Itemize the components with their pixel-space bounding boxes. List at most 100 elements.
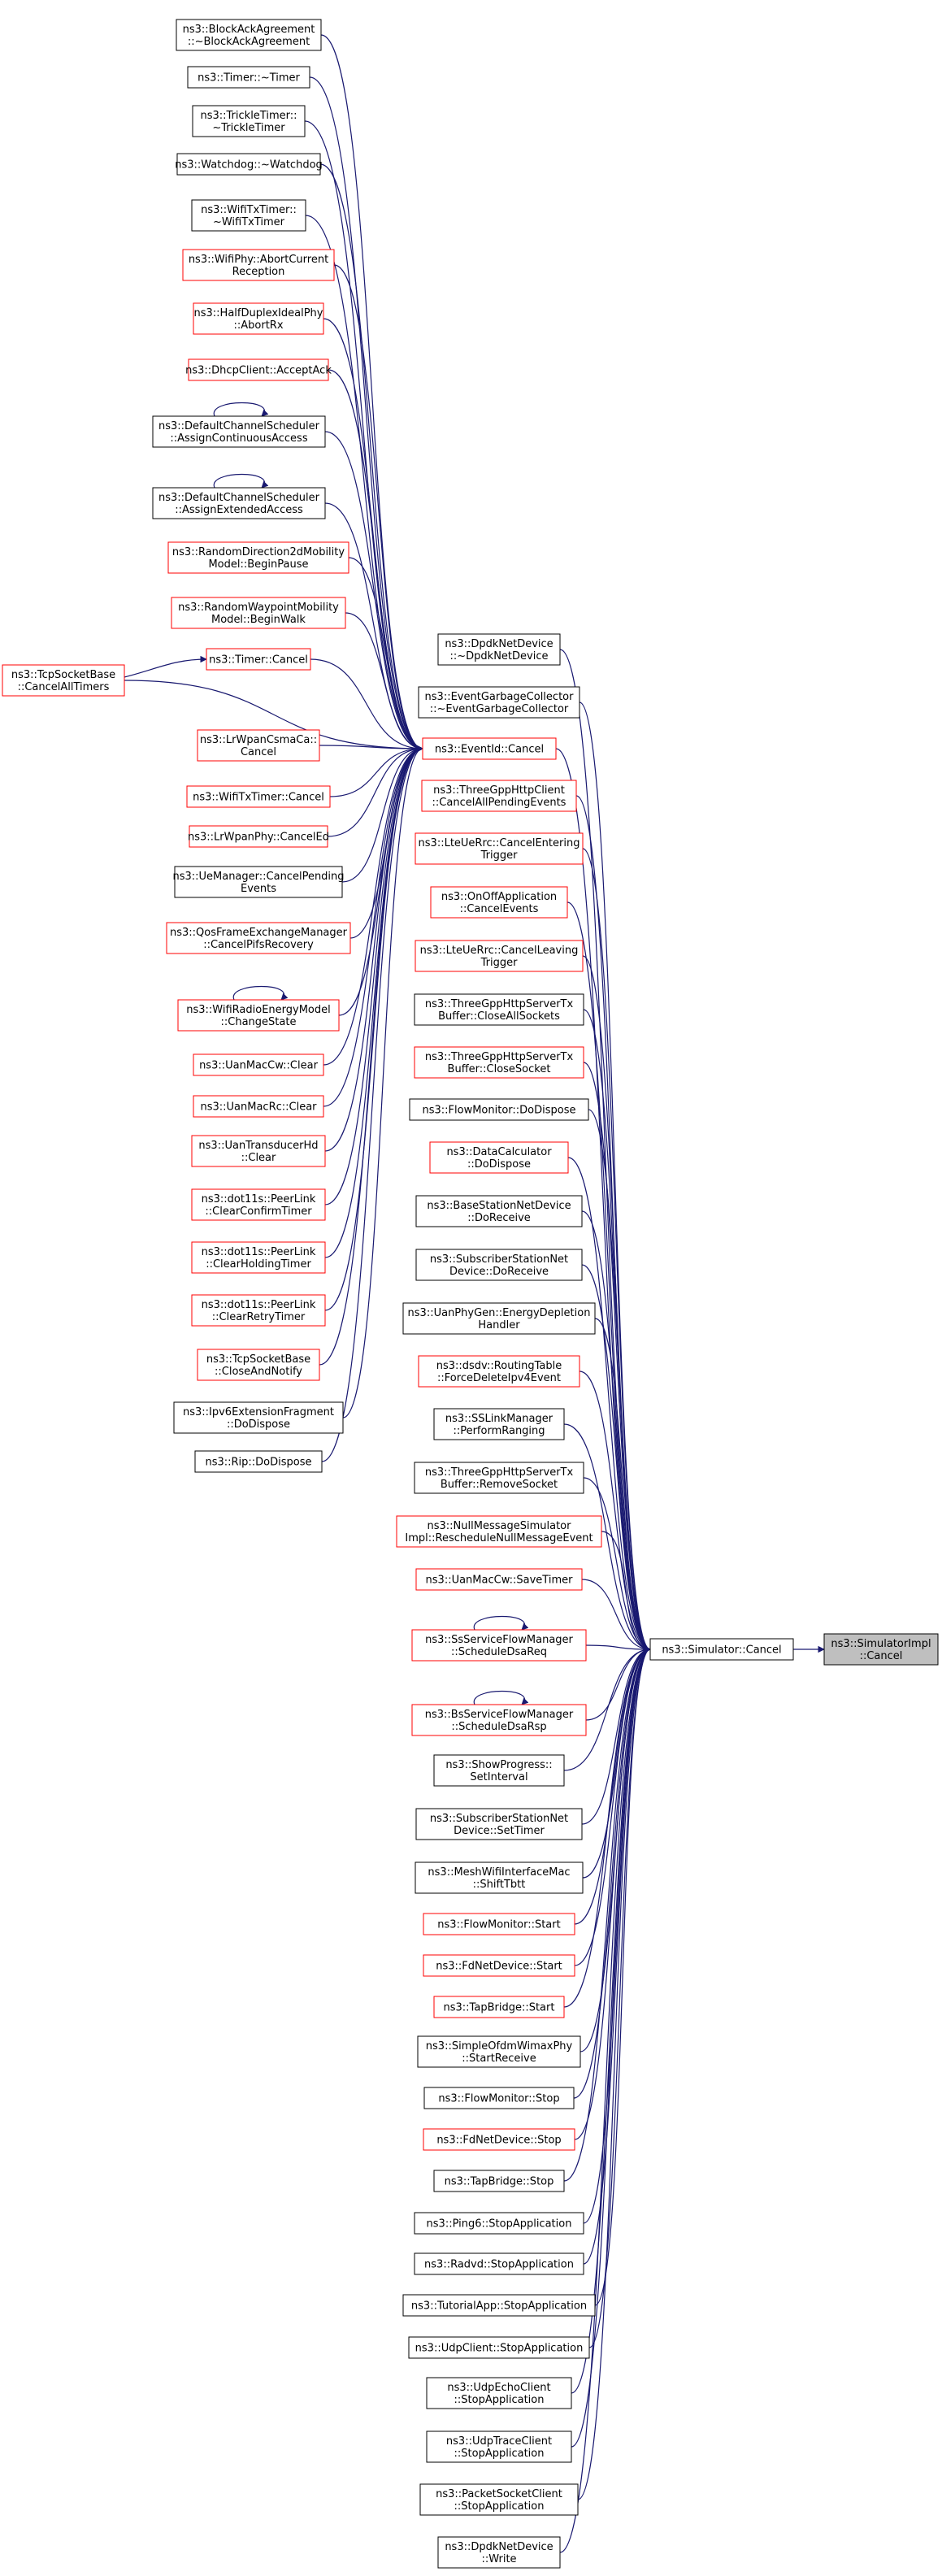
edge-m11-to-sim_cancel [567,1157,651,1653]
node-m1[interactable]: ns3::DpdkNetDevice::~DpdkNetDevice [437,633,561,666]
node-m17[interactable]: ns3::ThreeGppHttpServerTxBuffer::RemoveS… [414,1462,584,1494]
node-l19[interactable]: ns3::WifiRadioEnergyModel::ChangeState [177,999,340,1032]
node-label-line: ns3::EventId::Cancel [435,744,544,756]
node-l2[interactable]: ns3::Timer::~Timer [187,66,310,89]
node-label-line: ~TrickleTimer [212,122,285,134]
node-l11[interactable]: ns3::RandomDirection2dMobilityModel::Beg… [167,541,349,574]
node-l7[interactable]: ns3::HalfDuplexIdealPhy::AbortRx [193,302,324,335]
node-m13[interactable]: ns3::SubscriberStationNetDevice::DoRecei… [415,1249,583,1281]
node-l12[interactable]: ns3::RandomWaypointMobilityModel::BeginW… [171,597,346,629]
node-l14[interactable]: ns3::LrWpanCsmaCa::Cancel [197,729,320,762]
node-box [191,1135,326,1167]
node-label-line: ns3::LteUeRrc::CancelLeaving [420,945,579,957]
node-m11[interactable]: ns3::DataCalculator::DoDispose [429,1141,569,1174]
node-m21[interactable]: ns3::BsServiceFlowManager::ScheduleDsaRs… [411,1704,587,1736]
node-m4[interactable]: ns3::ThreeGppHttpClient::CancelAllPendin… [421,780,577,812]
node-box [192,105,306,137]
node-m26[interactable]: ns3::FdNetDevice::Start [423,1954,575,1977]
node-box [823,1633,939,1666]
node-box [191,1188,326,1221]
node-m27[interactable]: ns3::TapBridge::Start [433,1996,565,2018]
node-m12[interactable]: ns3::BaseStationNetDevice::DoReceive [415,1195,583,1227]
node-box [414,1046,584,1079]
node-l27[interactable]: ns3::Ipv6ExtensionFragment::DoDispose [173,1401,344,1434]
node-m35[interactable]: ns3::UdpClient::StopApplication [408,2336,590,2359]
node-m9[interactable]: ns3::ThreeGppHttpServerTxBuffer::CloseSo… [414,1046,584,1079]
node-m38[interactable]: ns3::PacketSocketClient::StopApplication [419,2483,579,2516]
node-m8[interactable]: ns3::ThreeGppHttpServerTxBuffer::CloseAl… [414,993,584,1026]
self-loop-l10 [213,473,269,489]
node-sim_cancel[interactable]: ns3::Simulator::Cancel [649,1638,794,1661]
node-label-line: ns3::FlowMonitor::DoDispose [422,1105,575,1117]
node-m16[interactable]: ns3::SSLinkManager::PerformRanging [433,1408,565,1440]
node-label-line: ::~BlockAckAgreement [188,36,310,48]
node-m34[interactable]: ns3::TutorialApp::StopApplication [402,2294,596,2317]
node-m15[interactable]: ns3::dsdv::RoutingTable::ForceDeleteIpv4… [418,1355,580,1388]
node-box [191,1241,326,1274]
node-l3[interactable]: ns3::TrickleTimer::~TrickleTimer [192,105,306,137]
node-label-line: ns3::FdNetDevice::Start [436,1961,562,1973]
node-m37[interactable]: ns3::UdpTraceClient::StopApplication [426,2430,572,2463]
node-label-line: ns3::LrWpanPhy::CancelEd [188,832,329,844]
node-label-line: ns3::SSLinkManager [445,1413,553,1425]
node-m28[interactable]: ns3::SimpleOfdmWimaxPhy::StartReceive [417,2035,581,2068]
node-label-line: ::~EventGarbageCollector [430,703,569,715]
node-l28[interactable]: ns3::Rip::DoDispose [194,1450,323,1473]
node-label-line: ns3::BsServiceFlowManager [425,1709,574,1721]
node-box [396,1515,602,1548]
node-l5[interactable]: ns3::WifiTxTimer::~WifiTxTimer [191,199,306,232]
node-m32[interactable]: ns3::Ping6::StopApplication [414,2212,584,2235]
node-m29[interactable]: ns3::FlowMonitor::Stop [423,2087,575,2109]
node-l22[interactable]: ns3::UanTransducerHd::Clear [191,1135,326,1167]
edge-l4-to-evt_cancel [319,163,423,753]
node-timer_cancel[interactable]: ns3::Timer::Cancel [206,648,311,671]
node-l15[interactable]: ns3::WifiTxTimer::Cancel [186,785,331,808]
node-m24[interactable]: ns3::MeshWifiInterfaceMac::ShiftTbtt [415,1861,584,1894]
node-m19[interactable]: ns3::UanMacCw::SaveTimer [415,1568,583,1591]
node-l25[interactable]: ns3::dot11s::PeerLink::ClearRetryTimer [191,1294,326,1327]
node-l26[interactable]: ns3::TcpSocketBase::CloseAndNotify [197,1349,320,1381]
node-l23[interactable]: ns3::dot11s::PeerLink::ClearConfirmTimer [191,1188,326,1221]
edge-l1-to-evt_cancel [320,34,423,753]
node-m23[interactable]: ns3::SubscriberStationNetDevice::SetTime… [415,1808,583,1840]
node-l8[interactable]: ns3::DhcpClient::AcceptAck [185,358,332,381]
node-l1[interactable]: ns3::BlockAckAgreement::~BlockAckAgreeme… [176,19,322,51]
node-label-line: ns3::RandomDirection2dMobility [172,546,345,558]
node-evt_cancel[interactable]: ns3::EventId::Cancel [422,737,557,760]
node-l20[interactable]: ns3::UanMacCw::Clear [193,1053,324,1076]
node-label-line: ::AssignContinuousAccess [170,432,307,445]
node-l24[interactable]: ns3::dot11s::PeerLink::ClearHoldingTimer [191,1241,326,1274]
node-l21[interactable]: ns3::UanMacRc::Clear [193,1095,324,1118]
node-m39[interactable]: ns3::DpdkNetDevice::Write [437,2536,561,2569]
node-m30[interactable]: ns3::FdNetDevice::Stop [423,2128,575,2151]
node-root[interactable]: ns3::SimulatorImpl::Cancel [823,1633,939,1666]
node-m18[interactable]: ns3::NullMessageSimulatorImpl::Reschedul… [396,1515,602,1548]
node-m36[interactable]: ns3::UdpEchoClient::StopApplication [426,2377,572,2409]
node-m25[interactable]: ns3::FlowMonitor::Start [423,1913,575,1935]
node-label-line: ns3::UeManager::CancelPending [172,871,344,883]
node-l9[interactable]: ns3::DefaultChannelScheduler::AssignCont… [152,415,326,448]
node-label-line: ns3::DefaultChannelScheduler [158,420,320,432]
node-m2[interactable]: ns3::EventGarbageCollector::~EventGarbag… [418,686,580,719]
node-l18[interactable]: ns3::QosFrameExchangeManager::CancelPifs… [166,922,351,954]
node-m31[interactable]: ns3::TapBridge::Stop [433,2170,565,2192]
node-m10[interactable]: ns3::FlowMonitor::DoDispose [409,1098,589,1121]
node-box [415,1195,583,1227]
node-box [430,886,568,919]
node-l16[interactable]: ns3::LrWpanPhy::CancelEd [188,825,329,848]
node-m20[interactable]: ns3::SsServiceFlowManager::ScheduleDsaRe… [411,1629,587,1662]
node-box [414,1462,584,1494]
node-m6[interactable]: ns3::OnOffApplication::CancelEvents [430,886,568,919]
node-l4[interactable]: ns3::Watchdog::~Watchdog [175,153,323,176]
node-m33[interactable]: ns3::Radvd::StopApplication [414,2252,584,2275]
node-tcp_cancelall[interactable]: ns3::TcpSocketBase::CancelAllTimers [2,664,125,697]
node-box [191,199,306,232]
node-box [193,1095,324,1118]
node-m22[interactable]: ns3::ShowProgress::SetInterval [433,1754,565,1787]
node-l10[interactable]: ns3::DefaultChannelScheduler::AssignExte… [152,487,326,519]
